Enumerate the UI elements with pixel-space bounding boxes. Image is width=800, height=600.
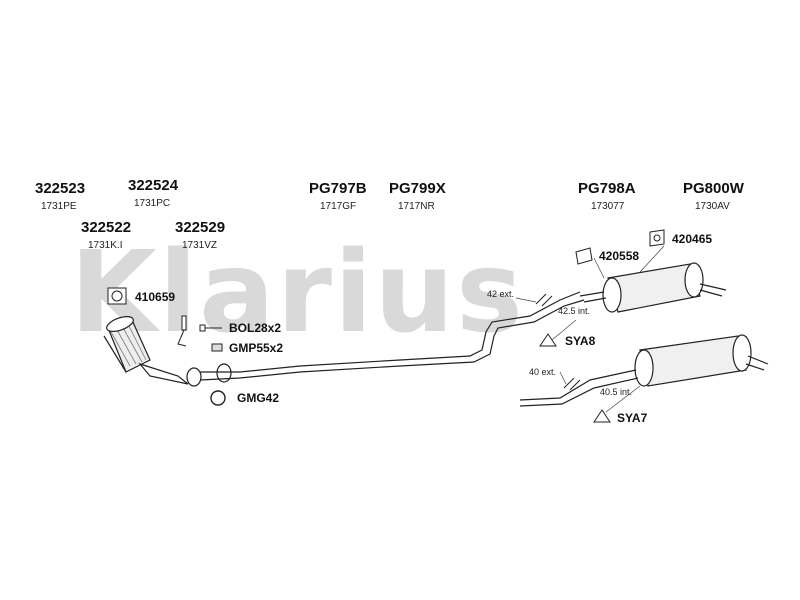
part-number-PG797B[interactable]: PG797B <box>309 180 367 197</box>
accessory-sya8[interactable]: SYA8 <box>565 334 596 348</box>
accessory-gmg42[interactable]: GMG42 <box>237 391 280 405</box>
lower-silencer <box>519 334 769 407</box>
part-ref-322524: 1731PC <box>134 198 171 209</box>
accessory-sya7[interactable]: SYA7 <box>617 411 648 425</box>
rubber-mount-sya8-icon <box>539 333 557 347</box>
part-number-322529[interactable]: 322529 <box>175 219 226 236</box>
accessory-gmp55x2[interactable]: GMP55x2 <box>229 341 284 355</box>
upper-silencer <box>579 262 727 313</box>
dimension-lower-int: 40.5 int. <box>600 387 633 397</box>
part-number-PG799X[interactable]: PG799X <box>389 180 446 197</box>
center-pipe <box>199 291 585 381</box>
part-ref-322522: 1731K.I <box>88 240 123 251</box>
accessory-420465[interactable]: 420465 <box>672 232 713 246</box>
dimension-upper-int: 42.5 int. <box>558 306 591 316</box>
part-number-PG800W[interactable]: PG800W <box>683 180 744 197</box>
part-ref-322529: 1731VZ <box>182 240 218 251</box>
gasket-gmp-icon <box>211 343 223 352</box>
front-flange <box>186 363 232 387</box>
dimension-lower-ext: 40 ext. <box>529 367 557 377</box>
watermark: Klarius <box>70 228 525 358</box>
part-number-322523[interactable]: 322523 <box>35 180 86 197</box>
clamp-410659-icon <box>107 287 127 305</box>
part-ref-PG799X: 1717NR <box>398 201 435 212</box>
part-ref-PG797B: 1717GF <box>320 201 357 212</box>
bolt-icon <box>199 324 222 332</box>
rubber-mount-sya7-icon <box>593 409 611 423</box>
accessory-bol28x2[interactable]: BOL28x2 <box>229 321 282 335</box>
part-number-PG798A[interactable]: PG798A <box>578 180 636 197</box>
part-ref-PG800W: 1730AV <box>695 201 730 212</box>
leader-lines <box>515 245 665 413</box>
mounting-420558-icon <box>575 247 593 265</box>
mounting-420465-icon <box>649 229 665 247</box>
part-number-322522[interactable]: 322522 <box>81 219 132 236</box>
catalytic-converter <box>103 316 189 385</box>
sensor-icon <box>177 315 187 347</box>
part-ref-PG798A: 173077 <box>591 201 625 212</box>
dimension-upper-ext: 42 ext. <box>487 289 515 299</box>
accessory-420558[interactable]: 420558 <box>599 249 640 263</box>
accessory-410659[interactable]: 410659 <box>135 290 176 304</box>
cut-marks <box>535 293 581 391</box>
gasket-gmg-icon <box>210 390 226 406</box>
part-number-322524[interactable]: 322524 <box>128 177 179 194</box>
part-ref-322523: 1731PE <box>41 201 77 212</box>
